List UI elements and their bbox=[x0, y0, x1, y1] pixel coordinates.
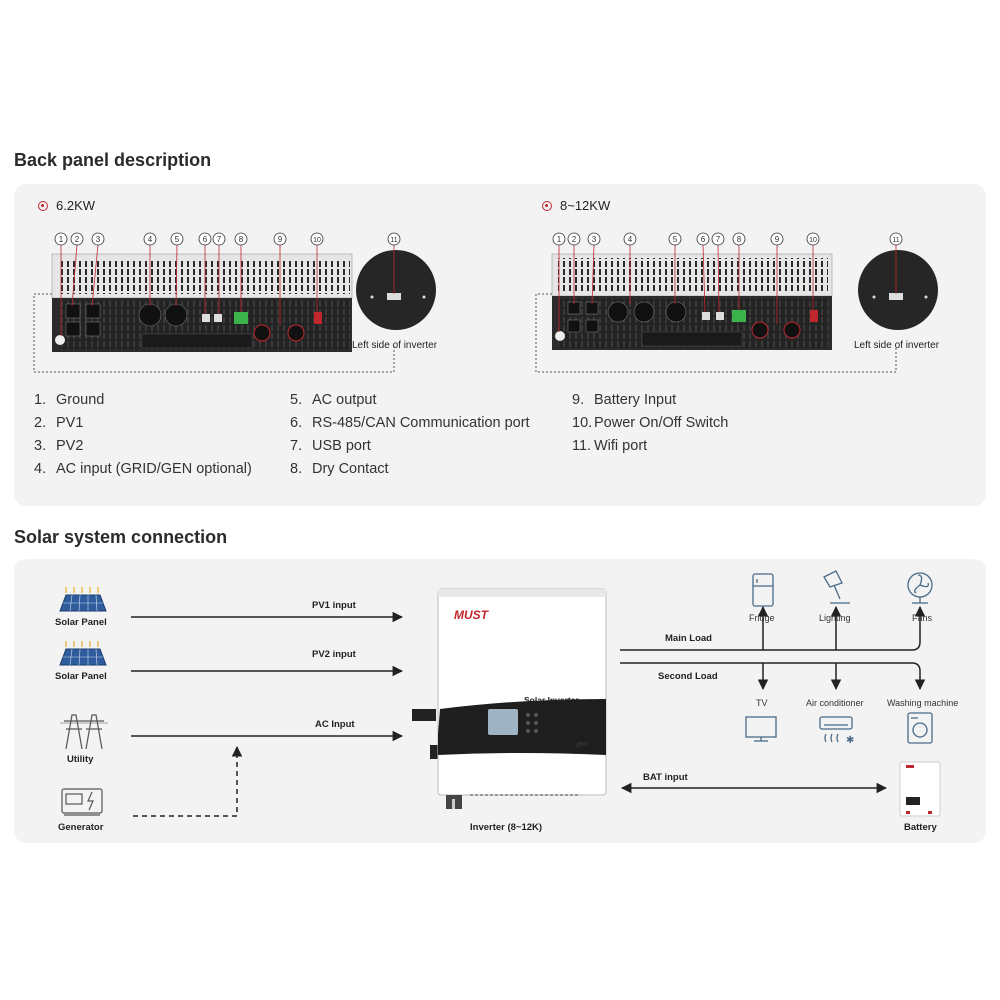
legend-item: 3.PV2 bbox=[34, 438, 84, 454]
fridge-label: Fridge bbox=[749, 613, 775, 623]
legend-column-2: 5.AC output 6.RS-485/CAN Communication p… bbox=[290, 389, 530, 481]
air-conditioner-label: Air conditioner bbox=[806, 698, 864, 708]
legend-item: 4.AC input (GRID/GEN optional) bbox=[34, 461, 252, 477]
solar-panel-icon bbox=[59, 641, 107, 666]
fans-label: Fans bbox=[912, 613, 933, 623]
callout-number: 11 bbox=[892, 237, 899, 244]
inverter-back-panel-8-12kw: 1 2 3 4 5 6 7 8 9 10 11 bbox=[535, 232, 938, 373]
tv-label: TV bbox=[756, 698, 768, 708]
pv1-input-label: PV1 input bbox=[312, 600, 356, 611]
model-name: 6.2KW bbox=[56, 198, 96, 213]
legend-item: 7.USB port bbox=[290, 438, 371, 454]
washing-machine-label: Washing machine bbox=[887, 698, 959, 708]
callout-number: 6 bbox=[203, 235, 208, 244]
solar-section-title: Solar system connection bbox=[14, 527, 228, 547]
battery-icon bbox=[899, 761, 941, 817]
washing-machine-icon bbox=[907, 712, 933, 744]
fan-icon bbox=[907, 572, 933, 604]
back-panel-title: Back panel description bbox=[14, 150, 212, 170]
callout-number: 1 bbox=[557, 235, 562, 244]
solar-panel-icon bbox=[59, 587, 107, 612]
callout-number: 10 bbox=[809, 237, 817, 244]
legend-item: 2.PV1 bbox=[34, 415, 84, 431]
solar-panel-1-label: Solar Panel bbox=[55, 617, 107, 628]
generator-icon bbox=[61, 788, 103, 816]
main-load-label: Main Load bbox=[665, 633, 712, 644]
callout-number: 9 bbox=[775, 235, 780, 244]
legend-column-1: 1.Ground 2.PV1 3.PV2 4.AC input (GRID/GE… bbox=[34, 389, 252, 481]
inverter-caption: Inverter (8~12K) bbox=[470, 822, 543, 833]
battery-label: Battery bbox=[904, 822, 937, 833]
legend-item: 1.Ground bbox=[34, 392, 105, 408]
radio-bullet-icon bbox=[38, 200, 48, 211]
model-label-8-12kw: 8~12KW bbox=[542, 198, 610, 213]
lamp-icon bbox=[823, 570, 850, 604]
inverter-badge: pro bbox=[576, 741, 587, 748]
bat-input-label: BAT input bbox=[643, 772, 688, 783]
ac-input-label: AC Input bbox=[315, 719, 355, 730]
callout-number: 7 bbox=[217, 235, 222, 244]
second-load-line bbox=[620, 662, 926, 691]
callout-number: 8 bbox=[737, 235, 742, 244]
fridge-icon bbox=[752, 573, 774, 607]
air-conditioner-icon bbox=[819, 716, 853, 743]
generator-label: Generator bbox=[58, 822, 104, 833]
callout-number: 3 bbox=[592, 235, 597, 244]
callout-number: 1 bbox=[59, 235, 64, 244]
callout-number: 4 bbox=[148, 235, 153, 244]
lighting-label: Lighting bbox=[819, 613, 851, 623]
tv-icon bbox=[745, 716, 777, 742]
pv2-input-label: PV2 input bbox=[312, 649, 356, 660]
callout-number: 11 bbox=[390, 237, 397, 244]
callout-number: 5 bbox=[673, 235, 678, 244]
callout-number: 2 bbox=[75, 235, 80, 244]
utility-tower-icon bbox=[60, 714, 108, 750]
callout-number: 9 bbox=[278, 235, 283, 244]
legend-item: 10.Power On/Off Switch bbox=[572, 415, 729, 431]
callout-number: 10 bbox=[313, 237, 321, 244]
inverter-brand: MUST bbox=[454, 608, 490, 622]
solar-connection-diagram: MUST Solar Inverter pro ✱ bbox=[59, 570, 941, 817]
radio-bullet-icon bbox=[542, 200, 552, 211]
legend-item: 8.Dry Contact bbox=[290, 461, 389, 477]
second-load-label: Second Load bbox=[658, 671, 718, 682]
model-name: 8~12KW bbox=[560, 198, 611, 213]
legend-item: 6.RS-485/CAN Communication port bbox=[290, 415, 530, 431]
legend-item: 5.AC output bbox=[290, 392, 377, 408]
callout-number: 4 bbox=[628, 235, 633, 244]
legend-item: 11.Wifi port bbox=[572, 438, 648, 454]
snowflake-icon: ✱ bbox=[846, 735, 854, 746]
callout-number: 6 bbox=[701, 235, 706, 244]
main-load-line bbox=[620, 605, 926, 651]
inverter-back-panel-6kw: 1 2 3 4 5 6 7 8 9 10 11 bbox=[33, 232, 436, 373]
solar-panel-2-label: Solar Panel bbox=[55, 671, 107, 682]
side-label-6kw: Left side of inverter bbox=[352, 340, 438, 351]
inverter-name: Solar Inverter bbox=[524, 695, 579, 705]
legend-item: 9.Battery Input bbox=[572, 392, 677, 408]
inverter-icon bbox=[412, 588, 607, 809]
callout-number: 5 bbox=[175, 235, 180, 244]
callout-number: 8 bbox=[239, 235, 244, 244]
legend-column-3: 9.Battery Input 10.Power On/Off Switch 1… bbox=[572, 389, 728, 458]
callout-number: 7 bbox=[716, 235, 721, 244]
utility-label: Utility bbox=[67, 754, 94, 765]
callout-number: 3 bbox=[96, 235, 101, 244]
callout-number: 2 bbox=[572, 235, 577, 244]
side-label-8-12kw: Left side of inverter bbox=[854, 340, 940, 351]
generator-dashed-line bbox=[133, 745, 243, 817]
model-label-6kw: 6.2KW bbox=[38, 198, 95, 213]
